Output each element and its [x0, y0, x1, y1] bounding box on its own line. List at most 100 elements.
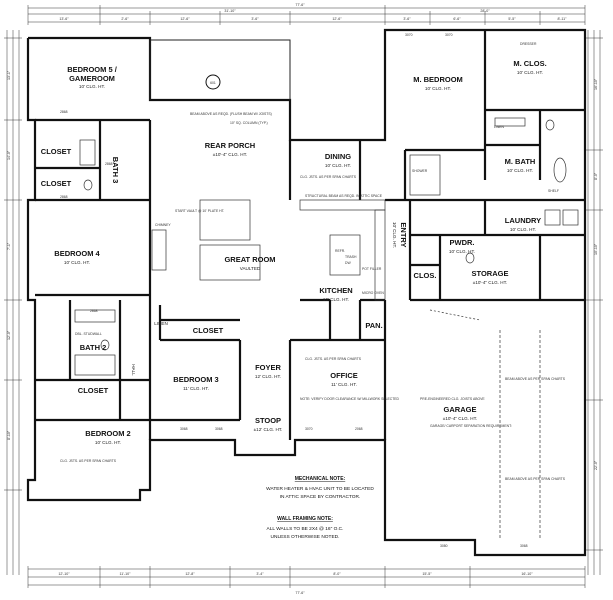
- room-great-room: GREAT ROOM: [224, 255, 275, 264]
- dim-left: 7'-1": [7, 242, 11, 250]
- dim-top-seg: 5'-5": [508, 17, 516, 21]
- door-code: 2868: [60, 195, 68, 199]
- room-bedroom4: BEDROOM 4: [54, 249, 100, 258]
- room-rear-porch-clg: ±10'-4" CLG. HT.: [213, 152, 247, 157]
- room-foyer: FOYER: [255, 363, 281, 372]
- fixtures: [74, 117, 579, 540]
- room-dining-clg: 10' CLG. HT.: [325, 163, 351, 168]
- room-m-clos-clg: 10' CLG. HT.: [517, 70, 543, 75]
- dim-top-seg: 6'-6": [453, 17, 461, 21]
- room-bath2: BATH 2: [80, 343, 107, 352]
- dim-top-seg: 8'-11": [558, 17, 568, 21]
- room-stoop-clg: ±12' CLG. HT.: [254, 427, 283, 432]
- door-code: 3070: [445, 33, 453, 37]
- dim-top-seg: 3'-6": [251, 17, 259, 21]
- room-bedroom2-clg: 10' CLG. HT.: [95, 440, 121, 445]
- tub-icon: [79, 139, 96, 166]
- dim-right: 10'-10": [594, 243, 598, 255]
- exterior-walls: [26, 28, 587, 557]
- note-beam-above-1: BEAM ABOVE AS PER SPAN CHARTS: [505, 377, 566, 381]
- room-labels: BEDROOM 5 / GAMEROOM 10' CLG. HT. CLOSET…: [41, 59, 547, 445]
- room-entry-clg: 10' CLG. HT.: [392, 222, 397, 248]
- room-bedroom2: BEDROOM 2: [85, 429, 130, 438]
- mechanical-note-line: WATER HEATER & HVAC UNIT TO BE LOCATED: [266, 486, 374, 492]
- dim-top-overall: 77'-6": [295, 3, 305, 7]
- room-closet3: CLOSET: [193, 326, 224, 335]
- room-m-bedroom-clg: 10' CLG. HT.: [425, 86, 451, 91]
- room-pwdr: PWDR.: [450, 238, 475, 247]
- room-laundry-clg: 10' CLG. HT.: [510, 227, 536, 232]
- dimension-lines: [4, 5, 603, 588]
- note-cjs-dining: CLG. JSTS. AS PER SPAN CHARTS: [300, 175, 357, 179]
- room-kitchen-clg: 10' CLG. HT.: [323, 297, 349, 302]
- general-notes: MECHANICAL NOTE: WATER HEATER & HVAC UNI…: [266, 476, 374, 540]
- note-column: 10" SQ. COLUMN (TYP.): [230, 121, 268, 125]
- room-office: OFFICE: [330, 371, 358, 380]
- dim-bottom-seg: 12'-10": [58, 572, 70, 576]
- annotations: BEAM ABOVE AS REQD. (FLUSH BEAM W/ JOIST…: [60, 42, 566, 481]
- dim-bottom-seg: 16'-10": [521, 572, 533, 576]
- room-garage: GARAGE: [444, 405, 477, 414]
- room-clos: CLOS.: [414, 271, 437, 280]
- mechanical-note-title: MECHANICAL NOTE:: [295, 476, 346, 482]
- room-kitchen: KITCHEN: [319, 286, 352, 295]
- label-linen: LINEN: [494, 125, 505, 129]
- door-code: 2868: [60, 110, 68, 114]
- door-code: 3068: [180, 427, 188, 431]
- dim-left: 12'-0": [7, 330, 11, 340]
- label-shelf: SHELF: [548, 189, 559, 193]
- dim-bottom-overall: 77'-6": [295, 591, 305, 595]
- note-garage-separation: GARAGE/ CARPORT SEPARATION REQUIREMENT:: [430, 424, 512, 428]
- room-bedroom3: BEDROOM 3: [173, 375, 218, 384]
- note-beam-above-2: BEAM ABOVE AS PER SPAN CHARTS: [505, 477, 566, 481]
- dim-top-seg: 3'-6": [403, 17, 411, 21]
- dim-bottom-seg: 15'-5": [422, 572, 432, 576]
- section-marker: 601: [205, 74, 221, 90]
- room-hall: HALL: [131, 364, 136, 376]
- door-code: 3070: [305, 427, 313, 431]
- room-stoop: STOOP: [255, 416, 281, 425]
- dim-right: 22'-0": [594, 460, 598, 470]
- door-code: 2868: [90, 309, 98, 313]
- room-m-bedroom: M. BEDROOM: [413, 75, 463, 84]
- label-dw: DW: [345, 261, 351, 265]
- fireplace-icon: [151, 229, 167, 271]
- dim-left: 8'-10": [7, 430, 11, 440]
- room-bedroom4-clg: 10' CLG. HT.: [64, 260, 90, 265]
- note-start-vault: START VAULT @ 10' PLATE HT.: [175, 209, 224, 213]
- room-laundry: LAUNDRY: [505, 216, 541, 225]
- room-rear-porch: REAR PORCH: [205, 141, 255, 150]
- door-code: 3068: [520, 544, 528, 548]
- room-pan: PAN.: [365, 321, 382, 330]
- note-structural-beam: STRUCTURAL BEAM AS REQD. IN ATTIC SPACE: [305, 194, 383, 198]
- label-shower: SHOWER: [412, 169, 428, 173]
- room-garage-clg: ±10'-4" CLG. HT.: [443, 416, 477, 421]
- room-m-clos: M. CLOS.: [513, 59, 546, 68]
- room-closet2: CLOSET: [41, 179, 72, 188]
- section-marker-label: 601: [210, 81, 216, 85]
- mechanical-note-line: IN ATTIC SPACE BY CONTRACTOR.: [280, 494, 361, 500]
- dim-top-seg: 13'-6": [59, 17, 69, 21]
- note-cjs-office: CLG. JSTS. AS PER SPAN CHARTS: [305, 357, 362, 361]
- wall-framing-note-title: WALL FRAMING NOTE:: [277, 516, 333, 522]
- door-code: 3070: [405, 33, 413, 37]
- label-refr: REFR.: [335, 249, 345, 253]
- interior-walls: [35, 30, 585, 440]
- room-bath3: BATH 3: [111, 157, 120, 184]
- room-bedroom5-clg: 10' CLG. HT.: [79, 84, 105, 89]
- label-chimney: CHIMNEY: [155, 223, 171, 227]
- dim-bottom-seg: 12'-8": [185, 572, 195, 576]
- door-code: 2868: [105, 162, 113, 166]
- room-storage: STORAGE: [472, 269, 509, 278]
- dim-top-right: 28'-0": [480, 9, 490, 13]
- dim-top-seg: 12'-6": [180, 17, 190, 21]
- room-office-clg: 11' CLG. HT.: [331, 382, 357, 387]
- wall-framing-note-line: ALL WALLS TO BE 2X4 @ 16" O.C.: [267, 526, 344, 532]
- door-code: 3068: [215, 427, 223, 431]
- label-micro: MICRO OVEN: [362, 291, 384, 295]
- note-beam-above-reqd: BEAM ABOVE AS REQD. (FLUSH BEAM W/ JOIST…: [190, 112, 272, 116]
- room-foyer-clg: 12' CLG. HT.: [255, 374, 281, 379]
- dim-top-left: 31'-10": [224, 9, 236, 13]
- door-code: 3080: [440, 544, 448, 548]
